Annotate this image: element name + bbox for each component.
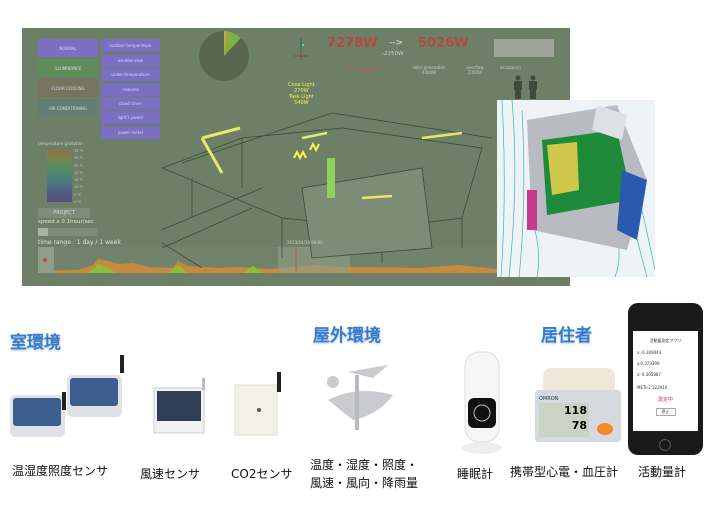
z-value: z:-0.305887 <box>637 372 661 377</box>
temp-humidity-sensor-image <box>10 355 124 437</box>
stop-button[interactable]: 停止 <box>655 408 676 416</box>
tick: 5 ℃ <box>74 192 82 197</box>
arrow: --> <box>389 38 404 48</box>
label-weather-line1: 温度・湿度・照度・ <box>310 458 419 472</box>
label-weather-line2: 風速・風向・降雨量 <box>310 476 419 490</box>
crosshair-icon <box>294 38 308 60</box>
sleep-monitor-image <box>462 351 502 454</box>
temperature-color-scale <box>47 150 72 202</box>
layer-button[interactable]: cloud cover <box>101 97 160 110</box>
project-button[interactable]: PROJECT <box>38 208 90 218</box>
slider-handle[interactable] <box>38 228 48 236</box>
gradation-title: temperature gradation <box>38 141 84 146</box>
layer-button[interactable]: under temperature <box>101 68 160 81</box>
section-indoor: 室環境 <box>10 333 61 353</box>
bp-display: 118 78 <box>539 403 589 437</box>
label-wind-speed-sensor: 風速センサ <box>140 467 201 481</box>
smartphone-image: 活動量測定アプリ x:-0.309443 y:0.373399 z:-0.305… <box>628 303 703 455</box>
light-annotations: Cove Light 270W Task Light 540W <box>288 82 315 106</box>
systolic-value: 118 <box>564 404 587 417</box>
layer-button[interactable]: light's power <box>101 111 160 124</box>
layer-button[interactable]: window view <box>101 54 160 67</box>
weather-station-image <box>327 365 393 430</box>
section-resident: 居住者 <box>541 326 592 346</box>
wind-speed-sensor-image <box>153 378 205 434</box>
mode-illuminance-button[interactable]: ILLUMINANCE <box>38 59 98 77</box>
annotation: 540W <box>294 100 309 106</box>
measuring-status: 測定中 <box>657 397 673 403</box>
caption-consumption: energy consumption 7278W <box>344 65 386 75</box>
occupants-icon <box>514 75 537 99</box>
tick: 15 ℃ <box>74 178 84 183</box>
gradation-ticks: 35 ℃ 30 ℃ 25 ℃ 20 ℃ 15 ℃ 10 ℃ 5 ℃ 0 ℃ <box>74 148 84 206</box>
mets-value: METs:2.322910 <box>637 385 668 390</box>
label-sleep-monitor: 睡眠計 <box>457 467 494 481</box>
power-before: 7278W <box>327 36 378 51</box>
power-delta: -2250W <box>382 51 404 57</box>
blood-pressure-monitor-image: OMRON 118 78 <box>535 368 621 448</box>
label-activity-meter: 活動量計 <box>638 465 687 479</box>
energy-pie-chart <box>199 31 249 81</box>
airflow-simulation-image <box>497 100 655 277</box>
occupancy-label: occupancy <box>500 65 522 70</box>
tick: 30 ℃ <box>74 156 84 161</box>
caption-solar: solar generation 4000W <box>412 65 446 75</box>
annotation: Cove Light <box>288 82 315 88</box>
speed-slider[interactable] <box>38 228 98 236</box>
layer-button[interactable]: power meter <box>101 126 160 139</box>
annotation: Task Light <box>288 94 314 100</box>
y-value: y:0.373399 <box>637 361 660 366</box>
label-co2-sensor: CO2センサ <box>231 467 293 481</box>
layer-button[interactable]: seasons <box>101 83 160 96</box>
speed-label: speed x 0.1hour/sec <box>38 219 94 225</box>
bp-brand: OMRON <box>539 396 559 402</box>
label-temp-humidity-sensor: 温湿度照度センサ <box>12 464 109 478</box>
tick: 25 ℃ <box>74 163 84 168</box>
energy-monitor-screen: NORMAL ILLUMINANCE FLOOR COOLING AIR CON… <box>22 28 570 286</box>
tick: 10 ℃ <box>74 185 84 190</box>
activity-app-screen: 活動量測定アプリ x:-0.309443 y:0.373399 z:-0.305… <box>633 331 698 431</box>
time-range-label: time range : 1 day / 1 week <box>38 239 121 246</box>
start-button <box>597 423 613 435</box>
layer-button[interactable]: outdoor temperature <box>101 39 160 52</box>
app-title: 活動量測定アプリ <box>649 338 682 343</box>
diastolic-value: 78 <box>571 419 587 432</box>
display-button[interactable] <box>494 39 554 57</box>
power-after: 5026W <box>418 36 469 51</box>
label-ecg-bp-monitor: 携帯型心電・血圧計 <box>510 465 619 479</box>
tick: 35 ℃ <box>74 149 84 153</box>
mode-normal-button[interactable]: NORMAL <box>38 39 98 57</box>
home-button <box>659 439 671 451</box>
mode-air-conditioning-button[interactable]: AIR CONDITIONING <box>38 99 98 117</box>
caption-overflow: overflow 2350W <box>466 65 484 75</box>
building-3d-model <box>162 112 493 268</box>
timestamp: 2013/04/18 09:00 <box>287 240 323 245</box>
mode-floor-cooling-button[interactable]: FLOOR COOLING <box>38 79 98 97</box>
tick: 0 ℃ <box>74 200 82 205</box>
tick: 20 ℃ <box>74 170 84 175</box>
section-outdoor: 屋外環境 <box>313 326 381 346</box>
annotation: 270W <box>294 88 309 94</box>
co2-sensor-image <box>234 372 281 436</box>
x-value: x:-0.309443 <box>637 350 662 355</box>
